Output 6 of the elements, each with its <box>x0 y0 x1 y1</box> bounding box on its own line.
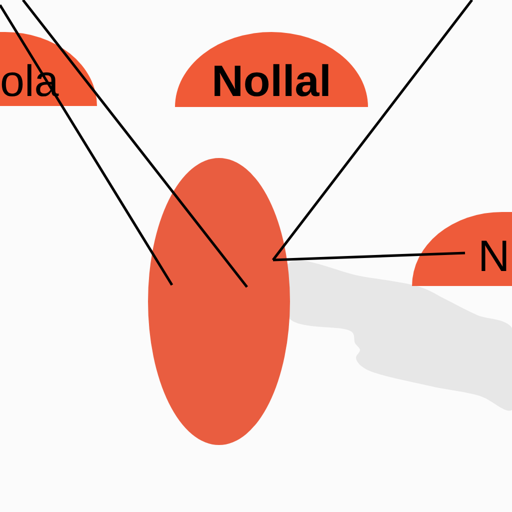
leader-line <box>22 0 248 288</box>
leader-line <box>272 0 474 261</box>
leader-line <box>272 252 466 262</box>
dome-label: Nollal <box>210 60 332 104</box>
dome-label: N <box>478 235 510 279</box>
leader-line <box>0 4 174 286</box>
